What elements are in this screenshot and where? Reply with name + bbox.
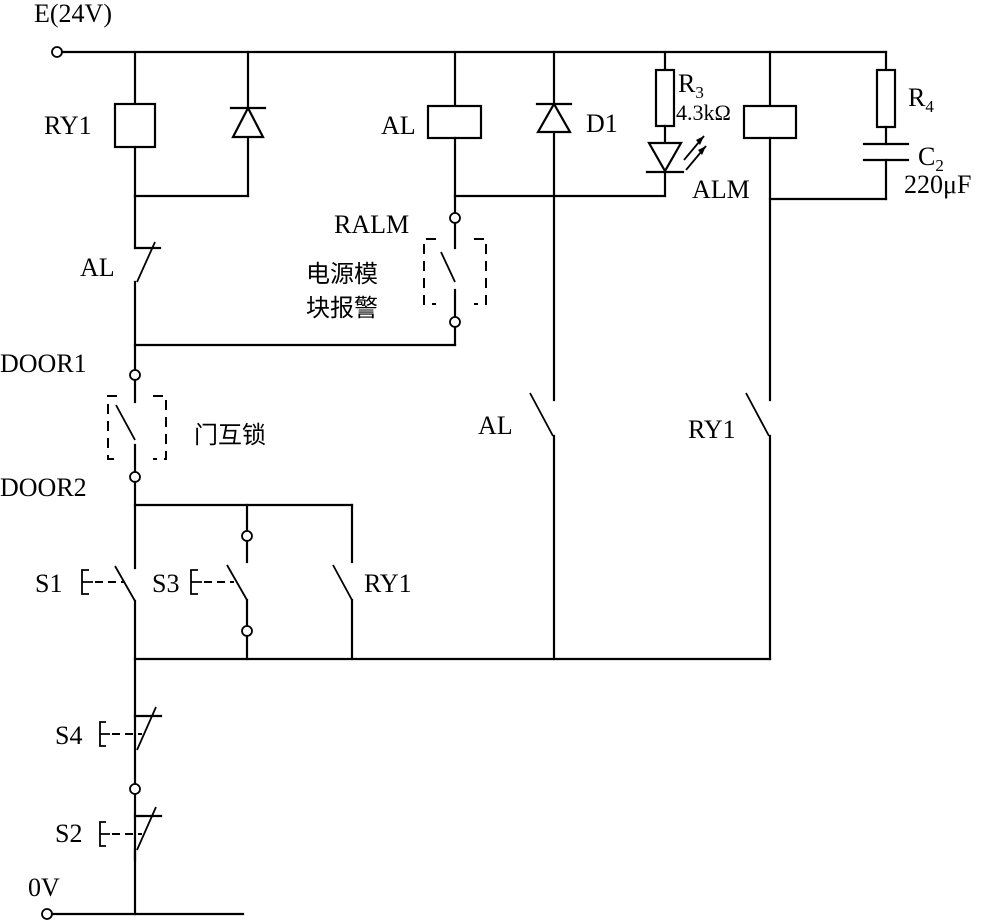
diode-d1 (535, 50, 573, 402)
ralm-note-line1: 电源模 (306, 260, 378, 288)
supply-positive-label: E(24V) (34, 0, 112, 28)
capacitor-c2-value: 220μF (904, 170, 971, 199)
button-s4-label: S4 (55, 721, 82, 750)
capacitor-c2-label: C2 (918, 142, 944, 175)
contact-al-no (529, 392, 556, 661)
button-s2 (99, 806, 163, 916)
supply-negative-label: 0V (28, 873, 60, 902)
button-s2-label: S2 (55, 819, 82, 848)
door1-label: DOOR1 (0, 349, 87, 378)
door-interlock-note: 门互锁 (194, 421, 266, 449)
supply-rail-positive (51, 46, 888, 58)
button-s1-label: S1 (35, 569, 62, 598)
resistor-r3 (654, 50, 676, 145)
door2-label: DOOR2 (0, 473, 87, 502)
contact-ry1-hold-label: RY1 (364, 569, 412, 598)
supply-rail-negative (41, 908, 245, 920)
relay-al-coil (426, 50, 483, 215)
contact-ralm (133, 212, 487, 347)
relay-ry1-right-coil (742, 50, 888, 402)
contact-al-no-label: AL (478, 411, 513, 440)
relay-al-label: AL (381, 111, 416, 140)
ry1-freewheel-diode (133, 50, 267, 198)
diode-d1-label: D1 (586, 109, 618, 138)
capacitor-c2 (862, 142, 910, 201)
contact-al-nc-label: AL (80, 253, 115, 282)
relay-ry1-coil (113, 50, 157, 198)
contact-ralm-label: RALM (334, 210, 409, 239)
contact-ry1-no-right (745, 392, 772, 661)
supply-terminal-positive (51, 46, 63, 58)
door-interlock-switch (107, 369, 167, 570)
button-s3 (190, 503, 253, 661)
led-alm (645, 135, 707, 198)
button-s4 (99, 706, 163, 795)
light-emission-arrows-icon (683, 135, 707, 171)
supply-terminal-negative (41, 908, 53, 920)
contact-ry1-no-right-label: RY1 (688, 415, 736, 444)
resistor-r4 (875, 50, 897, 146)
contact-al-nc (133, 194, 162, 372)
button-s1 (81, 565, 137, 862)
resistor-r4-label: R4 (908, 83, 934, 116)
relay-ry1-label: RY1 (44, 111, 92, 140)
led-alm-label: ALM (692, 175, 750, 204)
button-s3-label: S3 (152, 569, 179, 598)
resistor-r3-value: 4.3kΩ (676, 100, 731, 125)
contact-ry1-hold (332, 503, 354, 661)
ralm-note-line2: 块报警 (306, 294, 378, 322)
resistor-r3-label: R3 (678, 69, 704, 102)
